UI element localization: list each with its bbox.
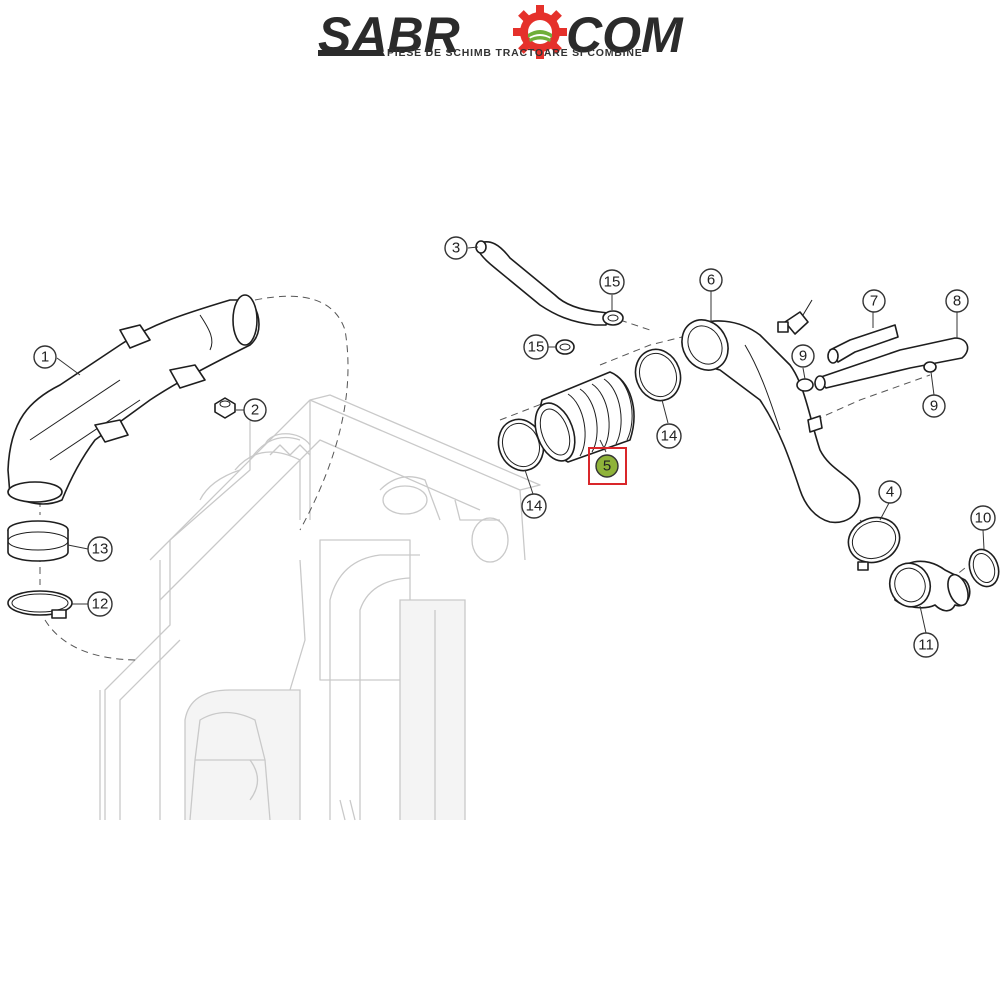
part-5-bellows-hose	[534, 371, 635, 463]
callout-number: 13	[92, 541, 109, 558]
callout-13[interactable]: 13	[87, 536, 113, 562]
brand-name-right: COM	[566, 7, 684, 63]
callout-number: 7	[870, 293, 878, 310]
callout-2[interactable]: 2	[243, 398, 267, 422]
callout-number: 15	[528, 339, 545, 356]
brand-tagline: PIESE DE SCHIMB TRACTOARE SI COMBINE	[387, 47, 643, 59]
part-3-tube	[475, 240, 609, 326]
callout-7[interactable]: 7	[862, 289, 886, 313]
part-2-bolt	[214, 397, 236, 419]
logo-swoosh	[318, 50, 385, 56]
callout-12[interactable]: 12	[87, 591, 113, 617]
brand-logo: SABR COM PIESE DE SCHIMB TRACTOARE SI CO…	[318, 5, 684, 63]
callout-11[interactable]: 11	[913, 632, 939, 658]
part-15-small-clamp	[555, 310, 624, 355]
callout-number: 6	[707, 272, 715, 289]
callout-5-highlighted[interactable]: 5	[595, 454, 619, 478]
part-14-clamp	[497, 348, 682, 472]
leader-lines	[56, 246, 985, 634]
callout-3[interactable]: 3	[444, 236, 468, 260]
callout-number: 1	[41, 349, 49, 366]
callout-number: 8	[953, 293, 961, 310]
callout-number: 10	[975, 510, 992, 527]
part-13-sleeve	[7, 520, 69, 562]
callout-number: 5	[603, 458, 611, 475]
callout-9-lower[interactable]: 9	[922, 394, 946, 418]
callout-number: 12	[92, 596, 109, 613]
part-7-tube	[827, 324, 899, 364]
callout-4[interactable]: 4	[878, 480, 902, 504]
callout-15-lower[interactable]: 15	[523, 334, 549, 360]
callout-number: 2	[251, 402, 259, 419]
callout-10[interactable]: 10	[970, 505, 996, 531]
radiator-frame	[99, 394, 541, 821]
sensor-fitting	[777, 299, 813, 335]
callout-number: 14	[661, 428, 678, 445]
part-9-hose-clamp	[796, 361, 937, 392]
callout-labels: 1 2 3 4 5 6 7 8 9 9 10	[33, 236, 996, 658]
part-1-intake-duct	[7, 294, 260, 505]
callout-14-left[interactable]: 14	[521, 493, 547, 519]
part-12-clamp	[7, 590, 73, 619]
highlight-box	[588, 447, 627, 485]
part-10-clamp	[968, 548, 1000, 588]
callout-number: 4	[886, 484, 894, 501]
part-6-charge-air-pipe	[681, 319, 861, 524]
gear-icon	[513, 5, 567, 59]
callout-15-upper[interactable]: 15	[599, 269, 625, 295]
callout-number: 14	[526, 498, 543, 515]
callout-number: 15	[604, 274, 621, 291]
callout-number: 9	[930, 398, 938, 415]
callout-6[interactable]: 6	[699, 268, 723, 292]
callout-14-right[interactable]: 14	[656, 423, 682, 449]
field-icon	[528, 30, 552, 38]
callout-8[interactable]: 8	[945, 289, 969, 313]
callout-1[interactable]: 1	[33, 345, 57, 369]
part-11-elbow	[888, 560, 971, 612]
part-4-clamp	[847, 516, 901, 571]
part-8-tube	[814, 337, 969, 391]
callout-number: 3	[452, 240, 460, 257]
callout-number: 9	[799, 348, 807, 365]
callout-number: 11	[918, 637, 934, 654]
callout-9-upper[interactable]: 9	[791, 344, 815, 368]
